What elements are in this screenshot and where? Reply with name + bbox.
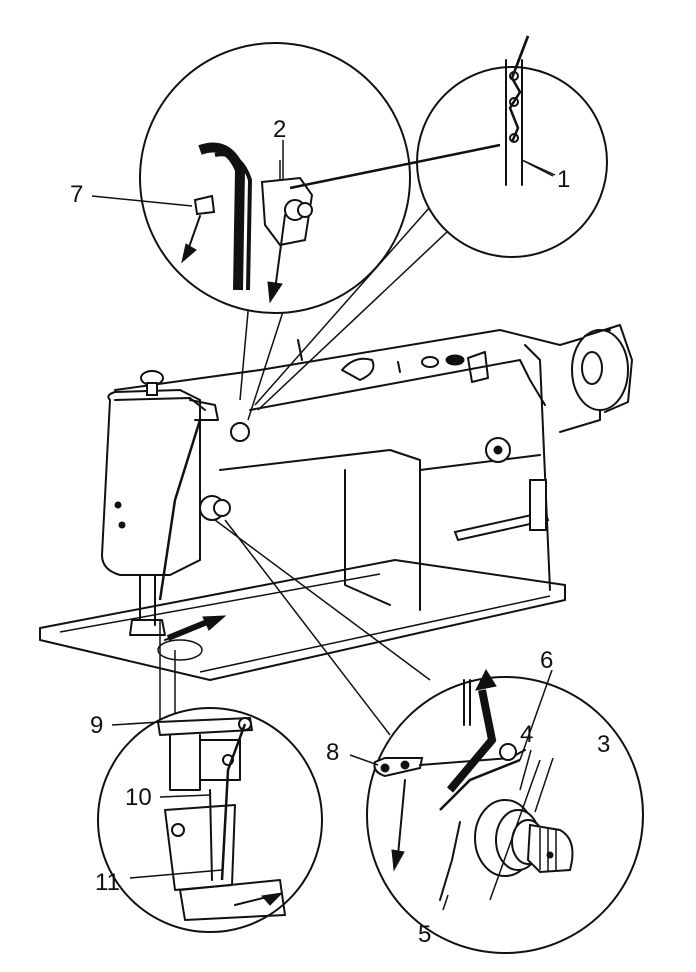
machine-body — [100, 324, 633, 641]
callout-labels: 1 2 3 4 5 6 7 8 9 10 11 — [70, 116, 610, 948]
callout-9: 9 — [90, 712, 103, 739]
leader-lines — [91, 140, 554, 911]
detail-circle-upper-guide — [139, 42, 501, 314]
callout-1: 1 — [557, 166, 570, 193]
callout-2: 2 — [273, 116, 286, 143]
detail-circle-tension-disc — [366, 668, 644, 954]
callout-7: 7 — [70, 181, 83, 208]
callout-6: 6 — [540, 647, 553, 674]
callout-11: 11 — [95, 869, 120, 896]
callout-5: 5 — [418, 921, 431, 948]
detail-circle-thread-guide — [416, 35, 608, 258]
callout-3: 3 — [597, 731, 610, 758]
callout-10: 10 — [125, 784, 152, 811]
machine-table — [39, 559, 566, 681]
detail-circle-needle — [97, 707, 323, 933]
callout-8: 8 — [326, 739, 339, 766]
callout-4: 4 — [520, 721, 533, 748]
